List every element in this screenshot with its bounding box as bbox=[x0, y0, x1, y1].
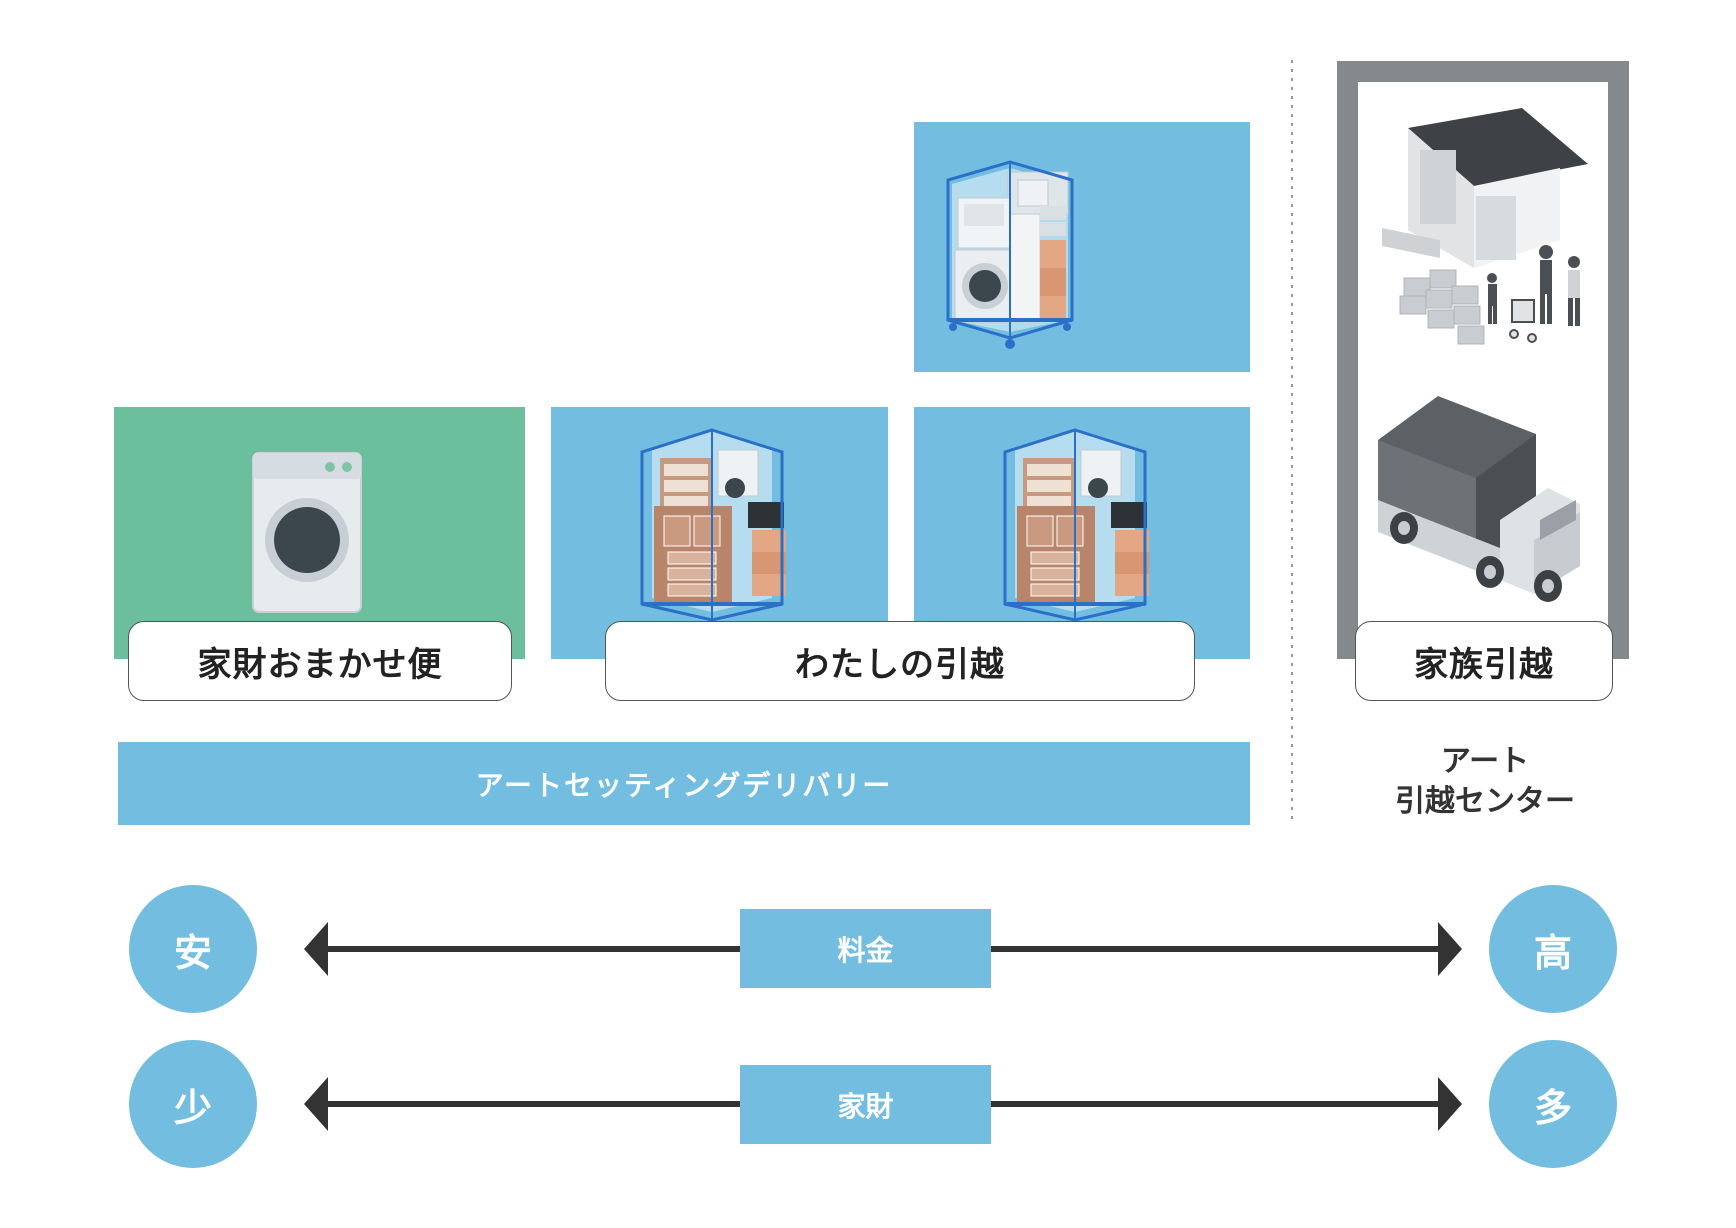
quantity-low-circle: 少 bbox=[129, 1040, 257, 1168]
delivery-bar: アートセッティングデリバリー bbox=[118, 742, 1250, 825]
price-scale-label: 料金 bbox=[740, 909, 991, 988]
truck-icon bbox=[1378, 396, 1580, 602]
omakase-label: 家財おまかせ便 bbox=[128, 621, 512, 701]
quantity-scale-label: 家財 bbox=[740, 1065, 991, 1144]
art-center-line2: 引越センター bbox=[1395, 784, 1575, 819]
art-center-label: アート 引越センター bbox=[1340, 742, 1630, 822]
delivery-bar-label: アートセッティングデリバリー bbox=[475, 768, 893, 802]
cargo-box-icon-furniture-1 bbox=[640, 428, 786, 622]
watashi-label: わたしの引越 bbox=[605, 621, 1195, 701]
cargo-box-icon-furniture-2 bbox=[1003, 428, 1149, 622]
house-family-icon bbox=[1382, 108, 1588, 345]
cargo-box-icon-appliances bbox=[946, 160, 1074, 349]
price-high-circle: 高 bbox=[1489, 885, 1617, 1013]
quantity-high-circle: 多 bbox=[1489, 1040, 1617, 1168]
price-low-circle: 安 bbox=[129, 885, 257, 1013]
kazoku-label: 家族引越 bbox=[1355, 621, 1613, 701]
washing-machine-icon bbox=[252, 452, 362, 613]
art-center-line1: アート bbox=[1440, 744, 1530, 779]
